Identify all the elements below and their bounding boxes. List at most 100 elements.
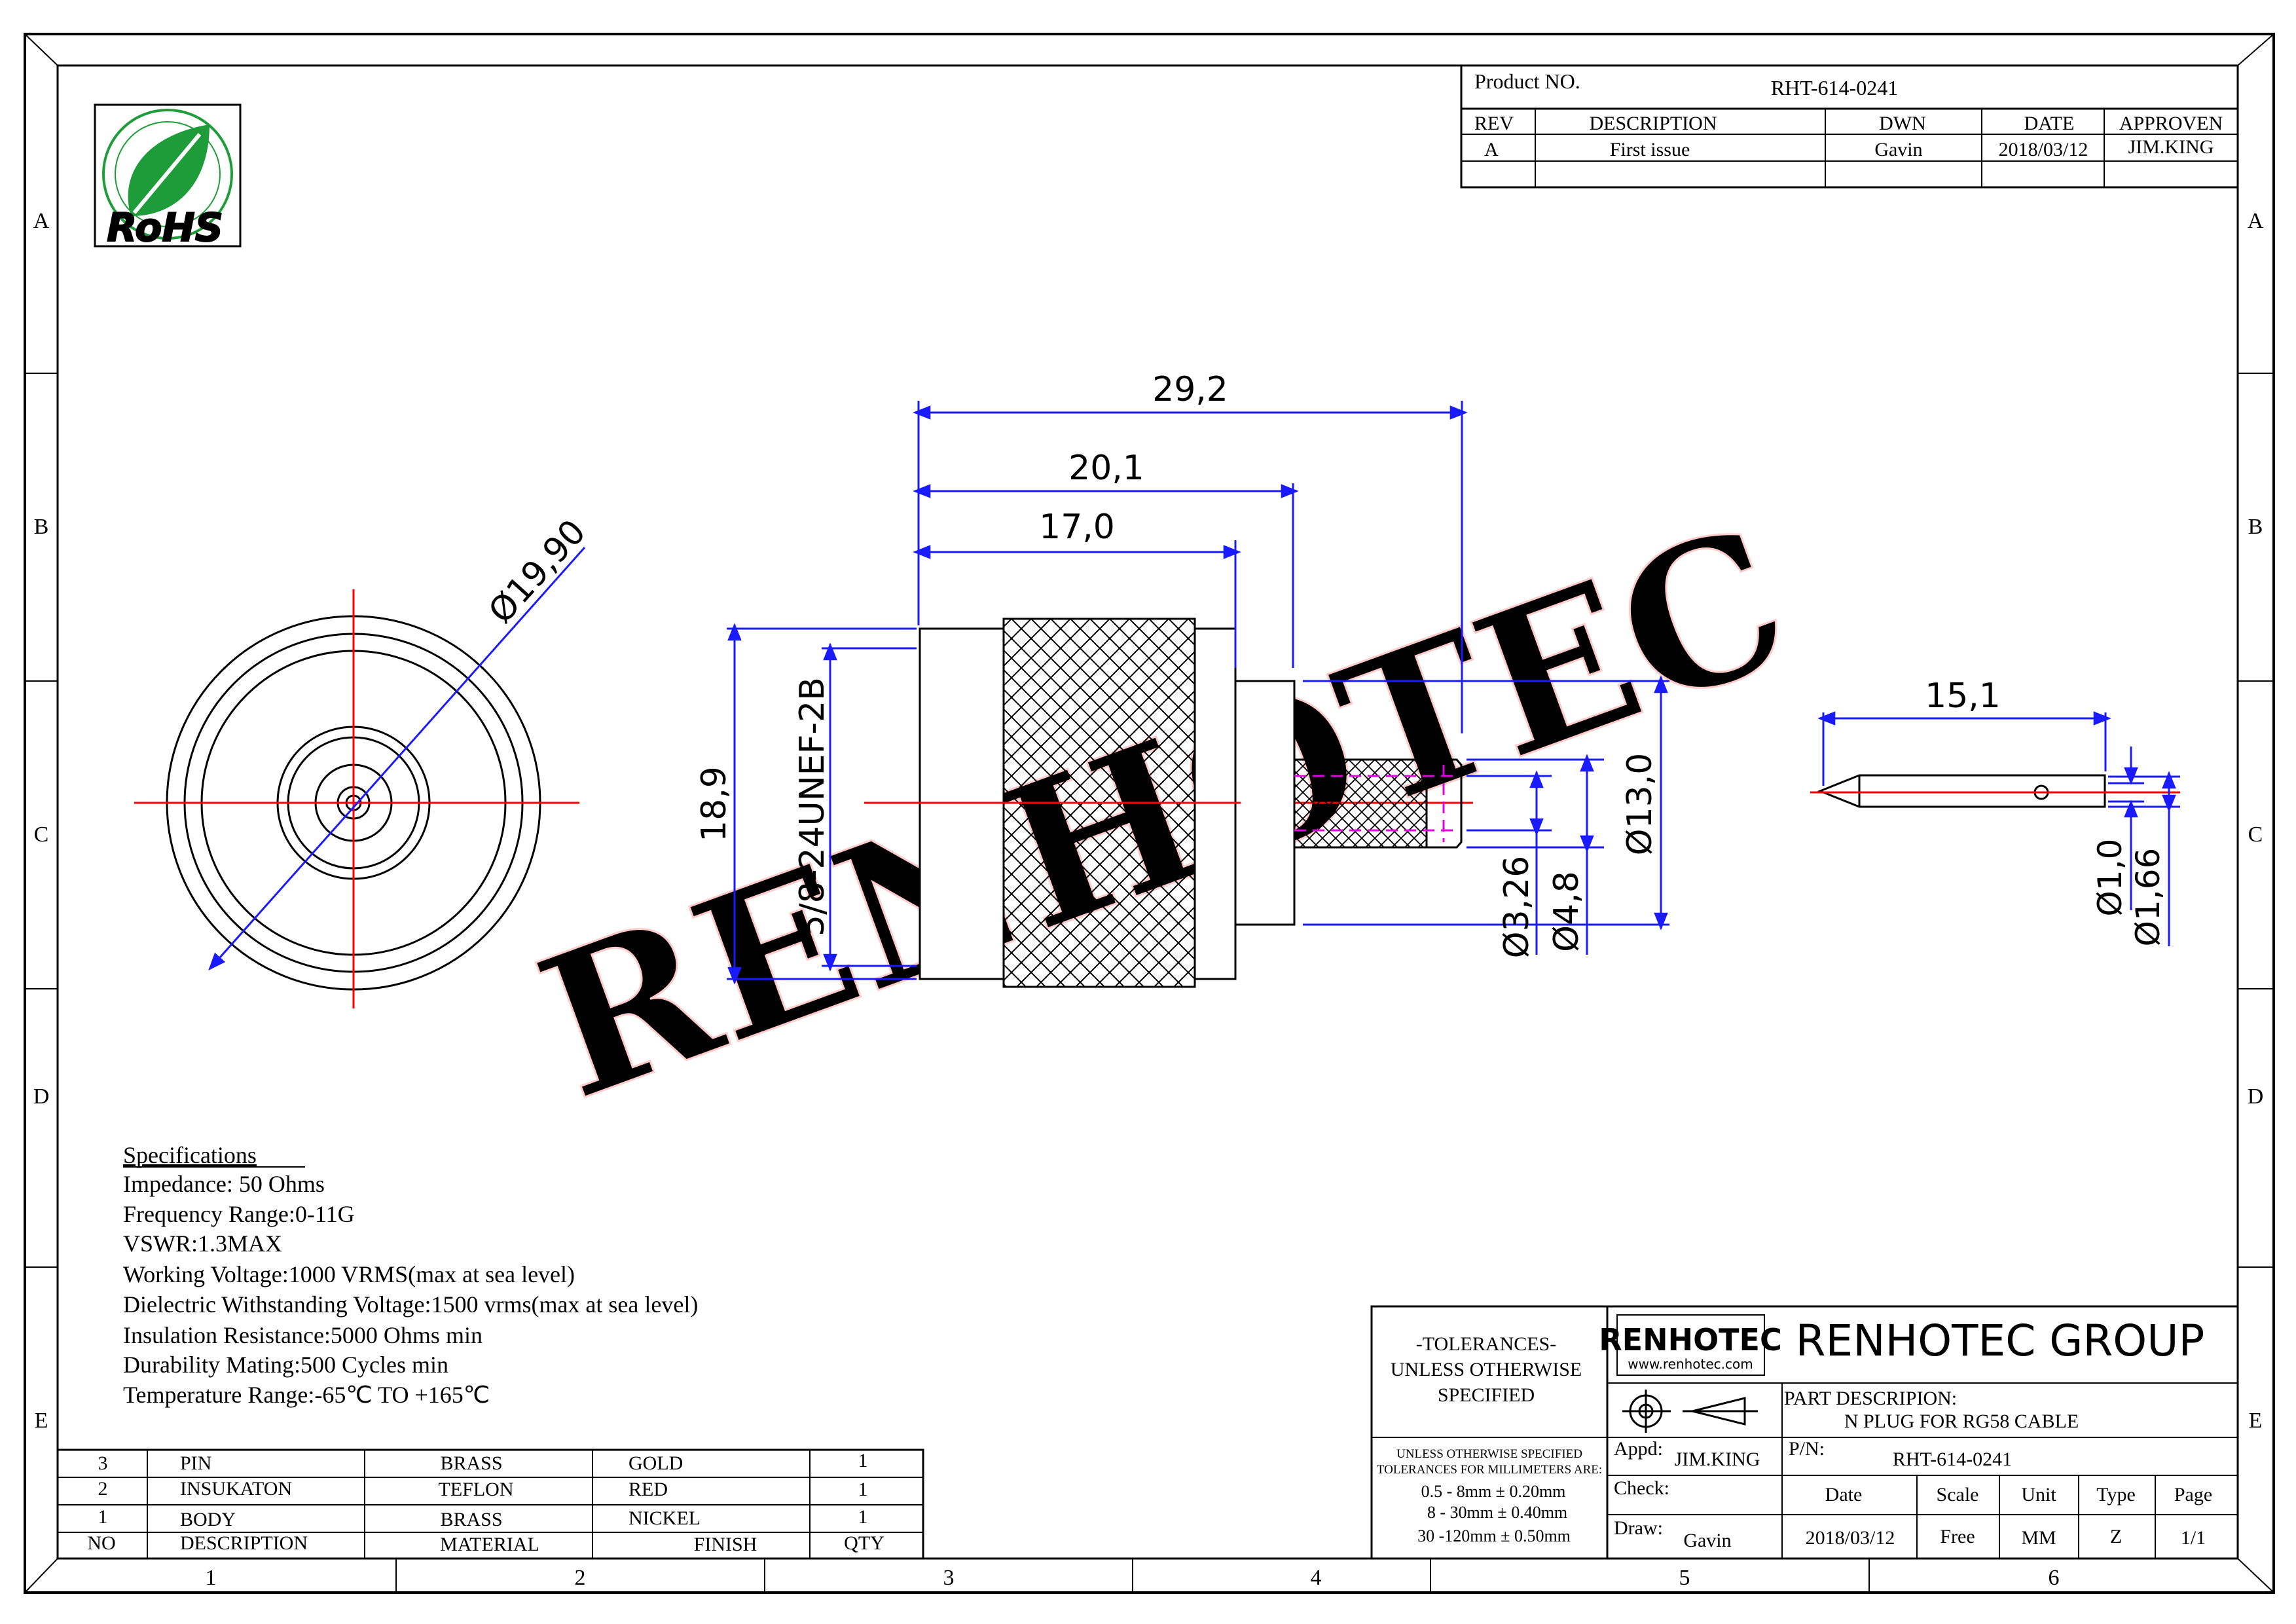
product-no: RHT-614-0241 bbox=[1771, 76, 1898, 100]
description-header: DESCRIPTION bbox=[1589, 113, 1717, 134]
renhotec-logo: RENHOTEC www.renhotec.com bbox=[1599, 1314, 1782, 1376]
bom-cell: 2 bbox=[98, 1478, 108, 1500]
dwn-value: Gavin bbox=[1874, 139, 1922, 160]
info-value-scale: Free bbox=[1940, 1526, 1975, 1547]
info-header-type: Type bbox=[2096, 1484, 2136, 1505]
bom-cell: INSUKATON bbox=[180, 1478, 292, 1500]
approven-header: APPROVEN bbox=[2119, 113, 2223, 134]
spec-line: Temperature Range:-65℃ TO +165℃ bbox=[123, 1382, 490, 1408]
rohs-leaf-logo: RoHS bbox=[94, 103, 242, 251]
bom-cell: BRASS bbox=[440, 1452, 502, 1474]
bom-cell: BODY bbox=[180, 1509, 236, 1530]
crimp-diameter-label: Ø13,0 bbox=[1620, 753, 1660, 856]
bom-cell: BRASS bbox=[440, 1509, 502, 1530]
bom-header: NO bbox=[87, 1532, 115, 1554]
grid-row-a-left: A bbox=[33, 209, 50, 233]
spec-line: Impedance: 50 Ohms bbox=[123, 1171, 325, 1197]
grid-row-b-left: B bbox=[34, 515, 49, 539]
overall-length-label: 29,2 bbox=[1152, 370, 1228, 409]
draw-label: Draw: bbox=[1614, 1517, 1663, 1539]
grid-col-2: 2 bbox=[575, 1566, 586, 1590]
info-value-type: Z bbox=[2110, 1526, 2122, 1547]
info-header-page: Page bbox=[2174, 1484, 2212, 1505]
bom-table: 3 PIN BRASS GOLD 1 2 INSUKATON TEFLON RE… bbox=[56, 1449, 924, 1560]
tolerance-value: 8 - 30mm ± 0.40mm bbox=[1427, 1503, 1567, 1522]
bom-cell: TEFLON bbox=[439, 1479, 514, 1500]
info-header-scale: Scale bbox=[1937, 1484, 1979, 1505]
info-value-page: 1/1 bbox=[2181, 1527, 2206, 1549]
pin-view: 15,1 Ø1,0 Ø1,66 bbox=[1810, 676, 2180, 946]
bom-cell: NICKEL bbox=[629, 1507, 701, 1529]
tolerances-line: SPECIFIED bbox=[1438, 1384, 1535, 1406]
tolerances-line: UNLESS OTHERWISE bbox=[1391, 1359, 1582, 1380]
grid-row-e-left: E bbox=[35, 1409, 48, 1433]
grid-col-6: 6 bbox=[2049, 1566, 2060, 1590]
bom-header: QTY bbox=[844, 1532, 884, 1554]
bom-cell: 1 bbox=[858, 1506, 868, 1528]
pin-length-label: 15,1 bbox=[1925, 676, 2001, 716]
bom-cell: 1 bbox=[858, 1479, 868, 1500]
appd-label: Appd: bbox=[1614, 1438, 1663, 1460]
grid-row-c-right: C bbox=[2248, 822, 2263, 847]
grid-col-3: 3 bbox=[943, 1566, 955, 1590]
bom-cell: 1 bbox=[98, 1506, 108, 1528]
grid-row-c-left: C bbox=[34, 822, 49, 847]
spec-line: Dielectric Withstanding Voltage:1500 vrm… bbox=[123, 1291, 698, 1318]
pin-diameter-1-label: Ø1,0 bbox=[2091, 839, 2129, 917]
sheet-frame bbox=[24, 33, 2275, 1594]
front-diameter-label: Ø19,90 bbox=[481, 513, 594, 631]
bom-header: DESCRIPTION bbox=[180, 1532, 308, 1554]
title-block: -TOLERANCES- UNLESS OTHERWISE SPECIFIED … bbox=[1370, 1305, 2239, 1560]
description-value: First issue bbox=[1610, 139, 1690, 160]
first-angle-projection-symbol bbox=[1622, 1390, 1758, 1433]
bom-cell: 3 bbox=[98, 1452, 108, 1474]
logo-url: www.renhotec.com bbox=[1628, 1356, 1753, 1372]
pin-diameter-2-label: Ø1,66 bbox=[2129, 848, 2167, 947]
tolerances-small: TOLERANCES FOR MILLIMETERS ARE: bbox=[1377, 1463, 1602, 1477]
info-header-date: Date bbox=[1825, 1484, 1863, 1505]
logo-text: RENHOTEC bbox=[1599, 1322, 1782, 1357]
grid-col-4: 4 bbox=[1311, 1566, 1322, 1590]
bom-cell: RED bbox=[629, 1479, 668, 1500]
grid-ticks bbox=[25, 373, 2274, 1593]
bom-cell: GOLD bbox=[629, 1452, 683, 1474]
bom-cell: 1 bbox=[858, 1450, 868, 1471]
grid-row-e-right: E bbox=[2249, 1409, 2263, 1433]
date-value: 2018/03/12 bbox=[1999, 139, 2088, 160]
pn-value: RHT-614-0241 bbox=[1893, 1449, 2012, 1470]
grid-row-b-right: B bbox=[2248, 515, 2263, 539]
inner-diameter-2-label: Ø4,8 bbox=[1547, 871, 1586, 952]
rohs-label: RoHS bbox=[107, 205, 223, 251]
tolerances-line: -TOLERANCES- bbox=[1416, 1333, 1556, 1355]
grid-labels: 1 2 3 4 5 6 A B C D E A B C D E bbox=[33, 209, 2264, 1590]
check-label: Check: bbox=[1614, 1477, 1669, 1499]
thread-label: 5/8-24UNEF-2B bbox=[793, 677, 832, 936]
appd-value: JIM.KING bbox=[1675, 1449, 1760, 1470]
dwn-header: DWN bbox=[1879, 113, 1926, 134]
draw-value: Gavin bbox=[1683, 1530, 1731, 1551]
revision-block: Product NO. RHT-614-0241 REV DESCRIPTION… bbox=[1460, 64, 2239, 189]
pn-label: P/N: bbox=[1789, 1438, 1825, 1460]
bom-cell: PIN bbox=[180, 1452, 211, 1474]
tolerance-value: 30 -120mm ± 0.50mm bbox=[1417, 1526, 1571, 1545]
spec-line: Working Voltage:1000 VRMS(max at sea lev… bbox=[123, 1261, 575, 1287]
front-diameter-leader bbox=[208, 547, 586, 971]
body-diameter-label: 18,9 bbox=[695, 766, 734, 842]
info-value-unit: MM bbox=[2021, 1527, 2056, 1549]
info-value-date: 2018/03/12 bbox=[1806, 1527, 1895, 1549]
side-view: 29,2 20,1 17,0 18,9 5/8-24UNEF-2B Ø13,0 … bbox=[695, 370, 1669, 988]
inner-diameter-1-label: Ø3,26 bbox=[1497, 856, 1537, 959]
grid-row-a-right: A bbox=[2248, 209, 2264, 233]
bom-header: FINISH bbox=[694, 1534, 757, 1555]
nut-length-label: 17,0 bbox=[1039, 507, 1115, 547]
spec-line: Durability Mating:500 Cycles min bbox=[123, 1352, 448, 1378]
rev-header: REV bbox=[1474, 113, 1514, 134]
bom-header: MATERIAL bbox=[440, 1534, 539, 1555]
date-header: DATE bbox=[2024, 113, 2075, 134]
product-no-label: Product NO. bbox=[1474, 69, 1580, 93]
grid-col-5: 5 bbox=[1679, 1566, 1690, 1590]
part-description-label: PART DESCRIPION: bbox=[1784, 1388, 1957, 1409]
rev-value: A bbox=[1484, 139, 1499, 160]
part-description: N PLUG FOR RG58 CABLE bbox=[1844, 1411, 2079, 1432]
